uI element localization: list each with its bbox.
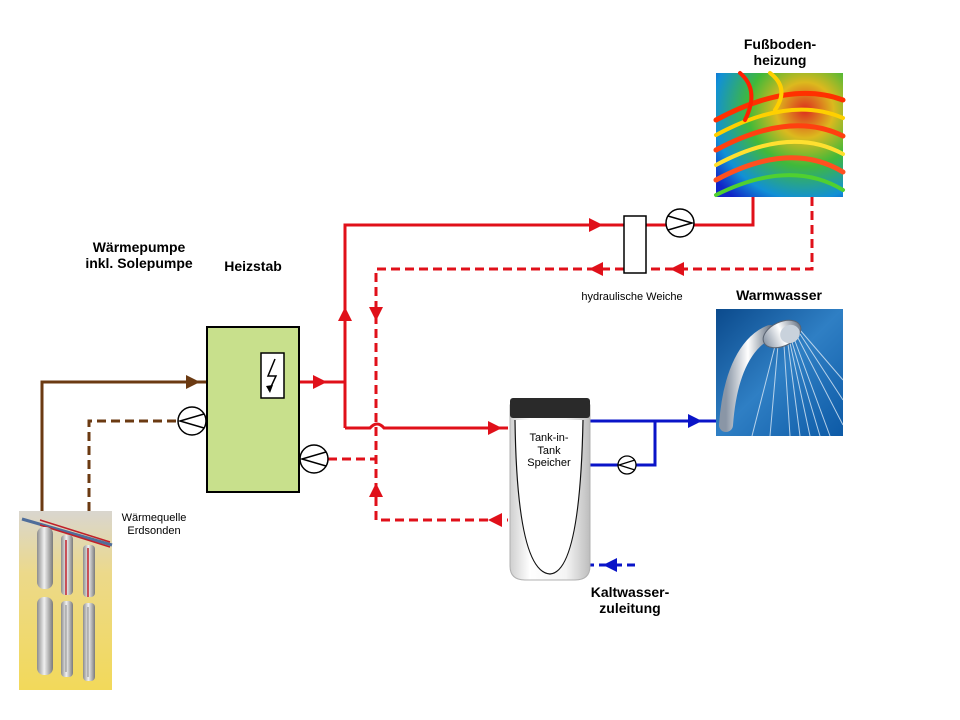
circle-pump-icon <box>177 406 207 436</box>
flow-arrow <box>186 375 200 389</box>
heat-pump-box <box>206 326 300 493</box>
brine-circuit <box>40 380 206 511</box>
circle-pump-icon <box>299 444 329 474</box>
ground-probe-image <box>19 511 113 690</box>
flow-arrow <box>670 262 684 276</box>
flow-arrow <box>338 307 352 321</box>
circle-pump-icon <box>665 208 695 238</box>
circle-pump-icon <box>616 455 637 475</box>
hot-water-lines <box>582 419 716 467</box>
heat-source-label: Wärmequelle Erdsonden <box>121 512 187 537</box>
heating-return-lines <box>328 197 814 522</box>
hydraulic-separator <box>623 215 647 274</box>
lightning-icon <box>260 352 285 399</box>
floor-heating-thermal-image <box>713 71 846 197</box>
flow-arrow <box>488 513 502 527</box>
tank-in-tank-storage <box>509 398 591 581</box>
hydraulic-separator-label: hydraulische Weiche <box>581 291 683 303</box>
floor-heating-label: Fußboden- heizung <box>743 36 817 69</box>
flow-arrow <box>589 262 603 276</box>
flow-arrow <box>603 558 617 572</box>
flow-arrows <box>313 218 684 527</box>
heating-supply-lines <box>299 197 755 430</box>
flow-arrow <box>589 218 603 232</box>
hot-water-label: Warmwasser <box>736 287 822 303</box>
cold-water-label: Kaltwasser- zuleitung <box>590 584 670 617</box>
flow-arrow <box>488 421 502 435</box>
flow-arrow <box>313 375 327 389</box>
flow-arrows <box>603 414 702 572</box>
flow-arrow <box>369 307 383 321</box>
flow-arrow <box>688 414 702 428</box>
tank-label: Tank-in- Tank Speicher <box>527 432 571 470</box>
shower-head-image <box>716 309 844 437</box>
heating-element-label: Heizstab <box>224 258 282 274</box>
heat-pump-label: Wärmepumpe inkl. Solepumpe <box>85 239 193 272</box>
flow-arrow <box>369 483 383 497</box>
